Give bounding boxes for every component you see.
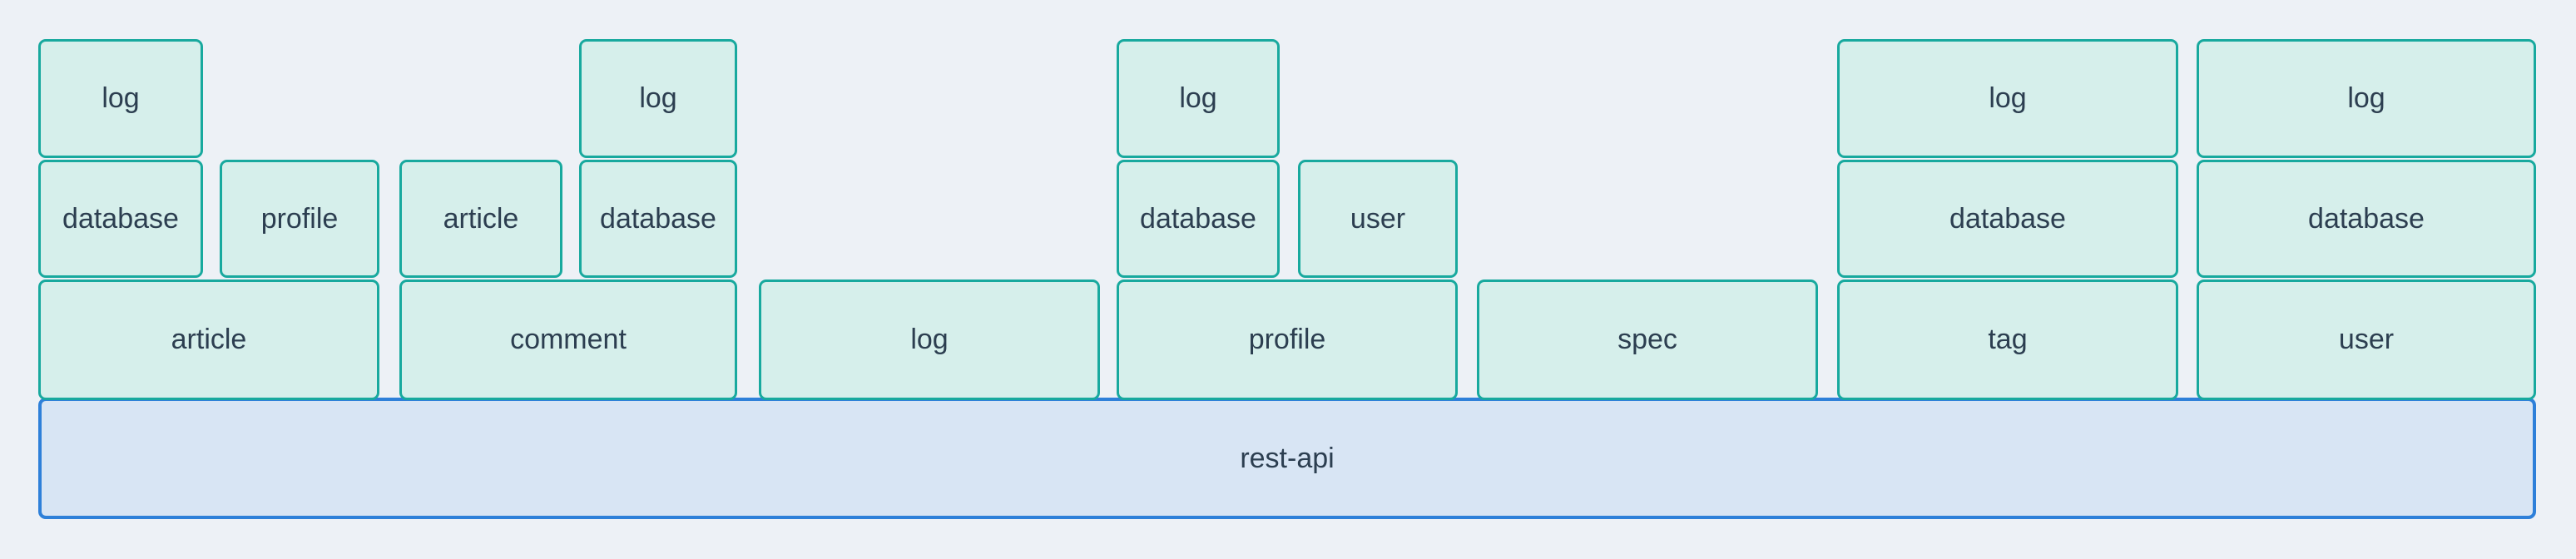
node-rest-api: rest-api — [38, 398, 2536, 519]
node-log: log — [2197, 39, 2536, 158]
node-article: article — [38, 280, 379, 400]
node-log: log — [579, 39, 737, 158]
node-database: database — [1837, 160, 2178, 278]
node-user: user — [1298, 160, 1458, 278]
node-log: log — [1117, 39, 1280, 158]
node-database: database — [2197, 160, 2536, 278]
node-database: database — [1117, 160, 1280, 278]
node-profile: profile — [220, 160, 379, 278]
node-database: database — [579, 160, 737, 278]
node-database: database — [38, 160, 203, 278]
node-log: log — [38, 39, 203, 158]
node-article: article — [399, 160, 562, 278]
node-spec: spec — [1477, 280, 1818, 400]
node-user: user — [2197, 280, 2536, 400]
node-tag: tag — [1837, 280, 2178, 400]
node-log: log — [759, 280, 1100, 400]
node-profile: profile — [1117, 280, 1458, 400]
node-log: log — [1837, 39, 2178, 158]
node-comment: comment — [399, 280, 737, 400]
